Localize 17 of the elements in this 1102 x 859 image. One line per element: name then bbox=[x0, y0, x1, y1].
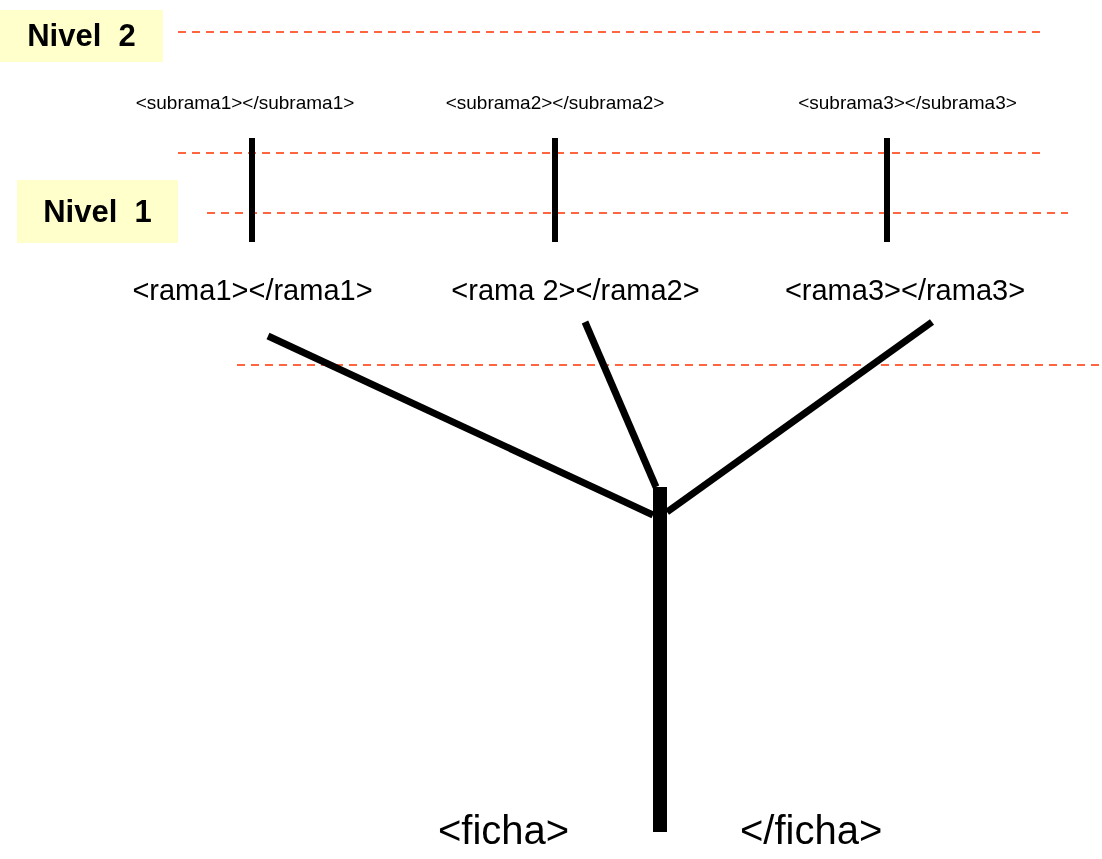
sub-branch-line bbox=[249, 138, 255, 242]
xml-tag-label: <subrama3></subrama3> bbox=[797, 92, 1018, 114]
xml-tag-label: <rama 2></rama2> bbox=[450, 274, 701, 307]
xml-tag-label: <rama1></rama1> bbox=[131, 274, 374, 307]
sub-branch-line bbox=[552, 138, 558, 242]
xml-tag-label: <subrama1></subrama1> bbox=[134, 92, 356, 114]
trunk-bar bbox=[653, 487, 667, 832]
branch-line bbox=[664, 319, 935, 515]
level-label: Nivel 2 bbox=[0, 10, 163, 62]
xml-tag-label: <ficha> bbox=[438, 808, 570, 853]
branch-line bbox=[266, 332, 655, 519]
xml-tag-label: <rama3></rama3> bbox=[783, 274, 1027, 307]
xml-tag-label: <subrama2></subrama2> bbox=[444, 92, 666, 114]
level-label: Nivel 1 bbox=[17, 180, 178, 243]
branch-line bbox=[581, 320, 660, 489]
xml-tag-label: </ficha> bbox=[740, 808, 883, 853]
sub-branch-line bbox=[884, 138, 890, 242]
